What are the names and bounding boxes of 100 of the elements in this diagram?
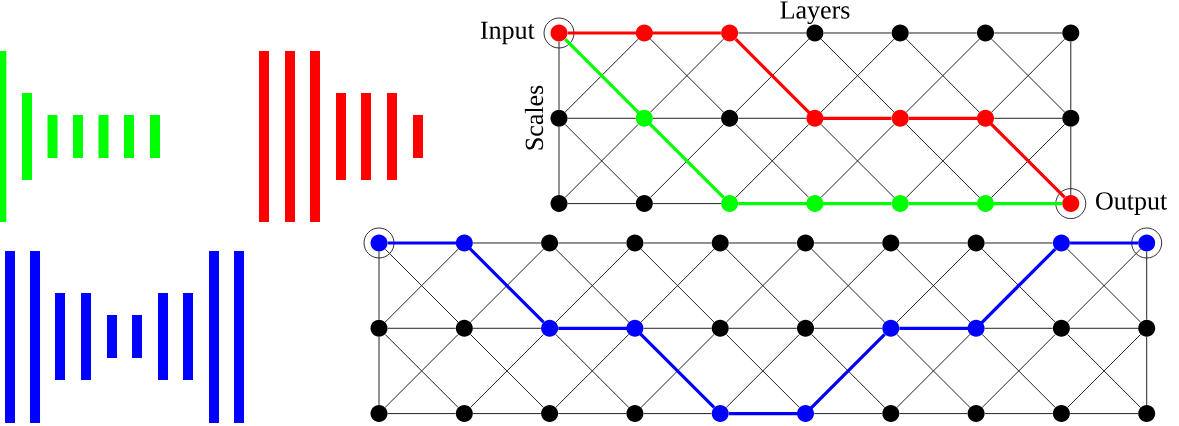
node-dot bbox=[455, 234, 473, 252]
node-dot bbox=[455, 319, 473, 337]
crossing-lines bbox=[649, 38, 724, 113]
lattice-line bbox=[1069, 327, 1139, 329]
node-dot bbox=[550, 109, 568, 127]
node-dot bbox=[967, 234, 985, 252]
node-dot bbox=[541, 234, 559, 252]
node-dot bbox=[797, 405, 814, 423]
crossing-lines bbox=[1067, 333, 1142, 408]
crossing-lines bbox=[896, 248, 971, 323]
lattice-line bbox=[991, 123, 1066, 198]
node-dot bbox=[635, 195, 653, 213]
lattice-line bbox=[993, 117, 1063, 119]
path-line bbox=[558, 326, 716, 409]
lattice-line bbox=[558, 126, 560, 196]
node-dot bbox=[967, 319, 985, 337]
lattice-line bbox=[643, 413, 712, 415]
node-dot bbox=[370, 405, 388, 423]
node-dot bbox=[977, 195, 994, 213]
axis-label: Layers bbox=[780, 1, 850, 25]
crossing-lines bbox=[564, 123, 639, 198]
node-label: Input bbox=[480, 21, 535, 45]
node-dot bbox=[721, 109, 739, 127]
node-dot bbox=[1052, 405, 1070, 423]
node-dot bbox=[550, 24, 568, 42]
lattice-line bbox=[813, 242, 883, 244]
lattice-line bbox=[1146, 336, 1148, 406]
lattice-line bbox=[643, 242, 712, 244]
path-line bbox=[908, 116, 1066, 199]
path-line bbox=[728, 333, 886, 416]
lattice-line bbox=[735, 38, 810, 113]
lattice-line bbox=[387, 327, 457, 329]
node-dot bbox=[541, 405, 559, 423]
crossing-lines bbox=[384, 248, 459, 323]
node-dot bbox=[882, 405, 900, 423]
lattice-line bbox=[737, 117, 807, 119]
crossing-lines bbox=[555, 248, 630, 323]
node-dot bbox=[806, 24, 824, 42]
node-dot bbox=[626, 234, 644, 252]
path-line bbox=[908, 202, 1063, 206]
lattice-line bbox=[387, 413, 457, 415]
crossing-lines bbox=[384, 333, 459, 408]
node-dot bbox=[1062, 195, 1080, 213]
lattice-line bbox=[469, 248, 544, 323]
node-dot bbox=[797, 234, 814, 252]
lattice-line bbox=[728, 242, 798, 244]
node-dot bbox=[711, 319, 729, 337]
node-dot bbox=[967, 405, 985, 423]
crossing-lines bbox=[725, 333, 800, 408]
node-dot bbox=[626, 319, 644, 337]
lattice-line bbox=[984, 413, 1054, 415]
lattice-line bbox=[984, 327, 1054, 329]
node-dot bbox=[891, 24, 909, 42]
node-dot bbox=[891, 195, 909, 213]
lattice-line bbox=[981, 248, 1056, 323]
crossing-lines bbox=[820, 38, 895, 113]
lattice-line bbox=[643, 327, 712, 329]
lattice-line bbox=[728, 327, 798, 329]
crossing-lines bbox=[905, 123, 980, 198]
lattice-line bbox=[652, 117, 722, 119]
lattice-line bbox=[558, 41, 560, 111]
crossing-lines bbox=[905, 38, 980, 113]
lattice-line bbox=[564, 38, 639, 113]
lattice-line bbox=[652, 203, 722, 205]
node-dot bbox=[711, 234, 729, 252]
node-dot bbox=[1052, 319, 1070, 337]
node-dot bbox=[721, 195, 739, 213]
node-dot bbox=[797, 319, 814, 337]
lattice-line bbox=[899, 242, 968, 244]
node-dot bbox=[550, 195, 568, 213]
lattice-line bbox=[813, 413, 883, 415]
node-dot bbox=[541, 319, 559, 337]
node-dot bbox=[891, 109, 909, 127]
node-dot bbox=[455, 405, 473, 423]
node-dot bbox=[635, 24, 653, 42]
node-dot bbox=[711, 405, 729, 423]
lattice-line bbox=[378, 336, 380, 406]
crossing-lines bbox=[820, 123, 895, 198]
crossing-lines bbox=[735, 123, 810, 198]
lattice-line bbox=[1070, 126, 1072, 196]
node-dot bbox=[1062, 109, 1080, 127]
lattice-line bbox=[640, 333, 715, 408]
lattice-line bbox=[557, 413, 627, 415]
lattice-line bbox=[567, 117, 637, 119]
lattice-line bbox=[737, 32, 807, 34]
node-dot bbox=[721, 24, 739, 42]
crossing-lines bbox=[991, 38, 1066, 113]
node-dot bbox=[1138, 234, 1156, 252]
path-line bbox=[564, 38, 725, 199]
node-dot bbox=[806, 109, 824, 127]
crossing-lines bbox=[811, 248, 886, 323]
node-dot bbox=[882, 234, 900, 252]
path-line bbox=[567, 31, 721, 35]
crossing-lines bbox=[1067, 248, 1142, 323]
lattice-line bbox=[1070, 41, 1072, 111]
node-dot bbox=[370, 319, 388, 337]
crossing-lines bbox=[640, 248, 715, 323]
node-dot bbox=[977, 109, 994, 127]
node-label: Output bbox=[1096, 192, 1168, 215]
lattice-line bbox=[813, 327, 883, 329]
